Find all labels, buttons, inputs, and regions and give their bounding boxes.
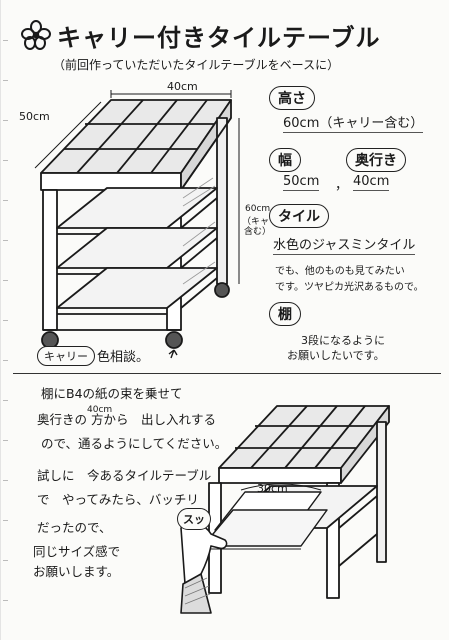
shelf-note-1: 3段になるように bbox=[301, 334, 385, 347]
table-sketch-2 bbox=[180, 405, 390, 614]
depth-label: 奥行き bbox=[346, 148, 406, 172]
slide-sound-bubble: スッ bbox=[177, 508, 211, 530]
dim-side-label: 50cm bbox=[19, 110, 50, 123]
request-line-3: ので、通るようにしてください。 bbox=[41, 436, 228, 451]
request-line-7: 同じサイズ感で bbox=[33, 544, 121, 559]
height-value: 60cm（キャリー含む） bbox=[283, 112, 424, 133]
request-line-2-small: 40cm bbox=[87, 405, 113, 415]
tile-label: タイル bbox=[269, 204, 329, 228]
carry-note-text: 色相談。 bbox=[97, 350, 150, 365]
request-line-8: お願いします。 bbox=[33, 564, 120, 579]
tile-note-2: です。ツヤピカ光沢あるもので。 bbox=[275, 282, 424, 293]
request-line-1: 棚にB4の紙の束を乗せて bbox=[41, 386, 183, 401]
dim-height-small-1: 60cm bbox=[245, 204, 271, 214]
request-line-4: 試しに 今あるタイルテーブル bbox=[37, 468, 212, 483]
height-label: 高さ bbox=[269, 86, 315, 110]
tile-note-1: でも、他のものも見てみたい bbox=[275, 266, 405, 277]
request-line-5: で やってみたら、バッチリ bbox=[37, 492, 199, 507]
dim-height-small-2: （キャリー bbox=[242, 217, 288, 227]
shelf-note-2: お願いしたいです。 bbox=[287, 349, 385, 362]
value-separator: ， bbox=[335, 178, 349, 193]
width-label: 幅 bbox=[269, 148, 301, 172]
dim-height-small-3: 含む） bbox=[244, 227, 272, 237]
width-value: 50cm bbox=[283, 174, 320, 191]
flower-icon bbox=[21, 20, 51, 50]
page-subtitle: （前回作っていただいたタイルテーブルをベースに） bbox=[53, 58, 340, 72]
page-title: キャリー付きタイルテーブル bbox=[57, 24, 381, 52]
depth-value: 40cm bbox=[353, 174, 390, 191]
shelf-label: 棚 bbox=[269, 302, 301, 326]
section-divider bbox=[13, 373, 441, 374]
carry-note-label: キャリー bbox=[37, 346, 95, 366]
request-line-2a: 奥行きの bbox=[37, 412, 88, 427]
table-sketch-1 bbox=[34, 90, 240, 359]
dim-width-label: 40cm bbox=[167, 80, 198, 93]
request-line-2b: 方から 出し入れする bbox=[91, 412, 217, 427]
request-line-6: だったので、 bbox=[37, 520, 112, 535]
tile-value: 水色のジャスミンタイル bbox=[273, 234, 416, 255]
dim-paper-label: 30cm bbox=[257, 482, 288, 495]
